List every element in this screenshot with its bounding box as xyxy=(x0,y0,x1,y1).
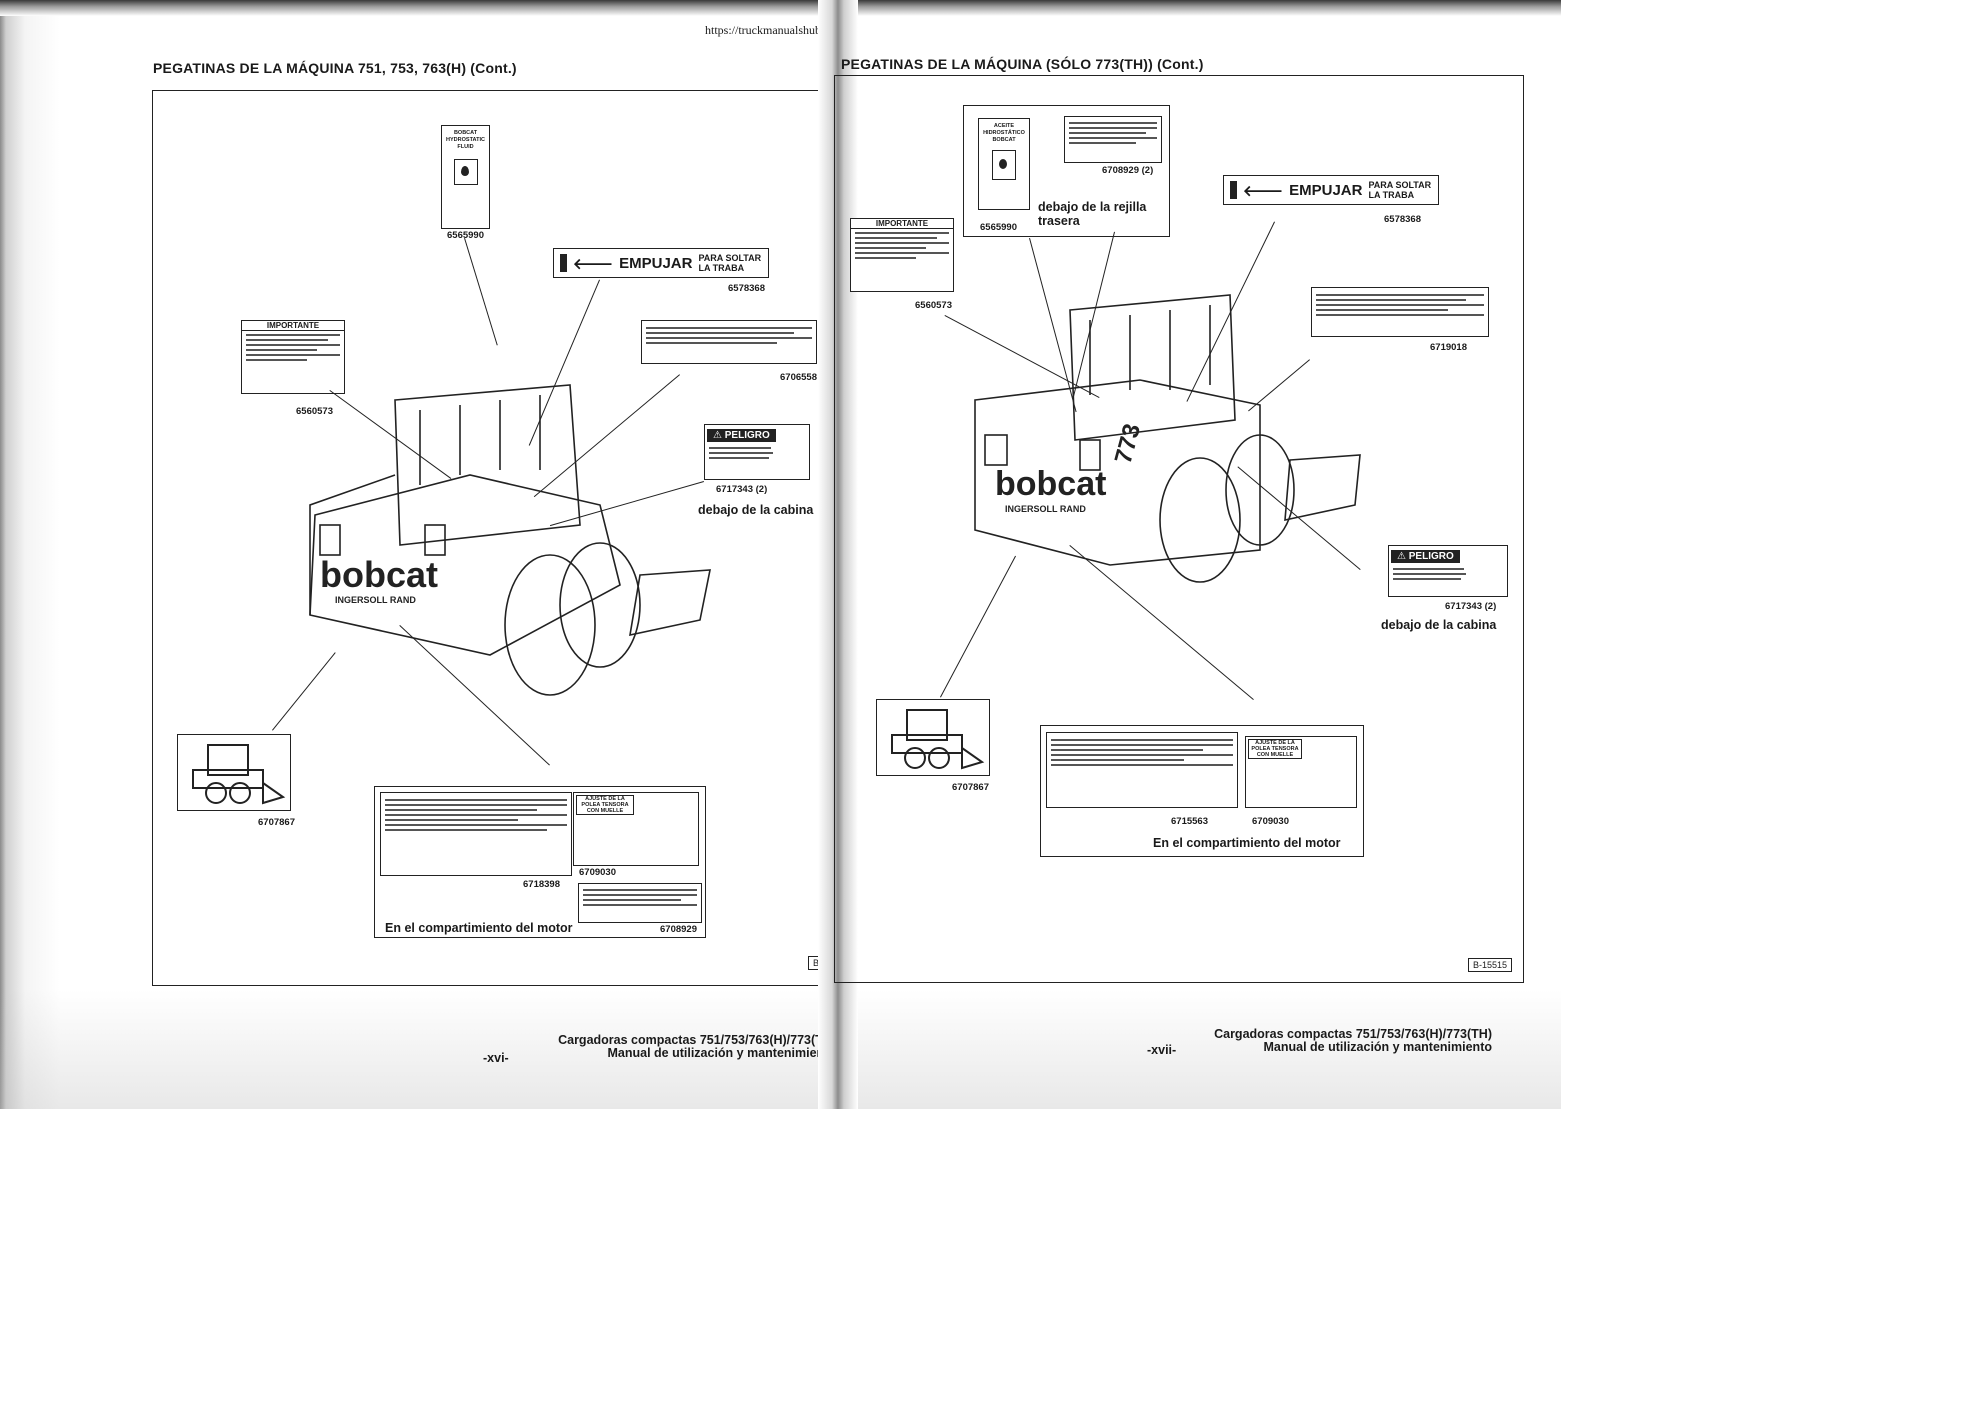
right-page-frame xyxy=(834,75,1524,983)
push-sub-label: PARA SOLTAR LA TRABA xyxy=(698,253,762,273)
push-arrow-icon: 🡐 xyxy=(572,255,614,273)
engine-caption: En el compartimiento del motor xyxy=(385,921,573,935)
left-peligro-decal: ⚠ PELIGRO xyxy=(704,424,810,480)
right-b-code: B-15515 xyxy=(1468,958,1513,972)
left-footer-title: Cargadoras compactas 751/753/763(H)/773(… xyxy=(520,1034,836,1060)
machine-sub-brand: INGERSOLL RAND xyxy=(335,595,416,605)
right-fluid-text: ACEITE HIDROSTÁTICO BOBCAT xyxy=(983,123,1025,143)
push-label: EMPUJAR xyxy=(619,254,693,272)
importante-title: IMPORTANTE xyxy=(851,219,953,229)
engine-panel-a-number: 6718398 xyxy=(523,879,560,890)
left-small-number: 6707867 xyxy=(258,817,295,828)
skid-steer-icon xyxy=(891,709,985,770)
engine-panel-a xyxy=(380,792,572,876)
right-importante-number: 6560573 xyxy=(915,300,952,311)
engine-panel-a xyxy=(1046,732,1238,808)
coolant-decal xyxy=(578,883,702,923)
left-fluid-decal: BOBCAT HYDROSTATIC FLUID xyxy=(441,125,490,229)
right-coolant-location: debajo de la rejilla trasera xyxy=(1038,200,1147,228)
book-left-edge xyxy=(0,0,100,1109)
latch-square-icon xyxy=(1230,181,1237,199)
right-footer-title: Cargadoras compactas 751/753/763(H)/773(… xyxy=(1170,1028,1492,1054)
right-engine-box: AJUSTE DE LA POLEA TENSORA CON MUELLE 67… xyxy=(1040,725,1364,857)
right-decal-6719018 xyxy=(1311,287,1489,337)
right-peligro-decal: ⚠ PELIGRO xyxy=(1388,545,1508,597)
left-footer-line2: Manual de utilización y mantenimiento xyxy=(607,1046,836,1060)
right-fluid-number: 6565990 xyxy=(980,222,1017,233)
right-page-title: PEGATINAS DE LA MÁQUINA (SÓLO 773(TH)) (… xyxy=(841,56,1204,72)
right-small-number: 6707867 xyxy=(952,782,989,793)
left-skid-steer-illustration: bobcat INGERSOLL RAND xyxy=(309,384,711,696)
right-push-number: 6578368 xyxy=(1384,214,1421,225)
engine-panel-b-number: 6709030 xyxy=(579,867,616,878)
push-sub-label: PARA SOLTAR LA TRABA xyxy=(1368,180,1432,200)
left-push-decal: 🡐 EMPUJAR PARA SOLTAR LA TRABA xyxy=(553,248,769,278)
source-url[interactable]: https://truckmanualshub.com/ xyxy=(705,23,848,37)
engine-panel-b: AJUSTE DE LA POLEA TENSORA CON MUELLE xyxy=(573,792,699,866)
scan-top-edge xyxy=(0,0,1561,16)
peligro-title: ⚠ PELIGRO xyxy=(1391,550,1460,563)
panel-b-title: AJUSTE DE LA POLEA TENSORA CON MUELLE xyxy=(576,795,634,815)
machine-model: 773 xyxy=(1110,421,1146,467)
machine-brand: bobcat xyxy=(995,465,1106,503)
left-importante-decal: IMPORTANTE xyxy=(241,320,345,394)
oil-drop-icon xyxy=(453,159,478,185)
left-push-number: 6578368 xyxy=(728,283,765,294)
push-arrow-icon: 🡐 xyxy=(1242,182,1284,200)
left-fluid-number: 6565990 xyxy=(447,230,484,241)
left-6706558-number: 6706558 xyxy=(780,372,817,383)
engine-caption: En el compartimiento del motor xyxy=(1153,836,1341,850)
skid-steer-icon xyxy=(192,744,286,805)
right-small-machine-decal xyxy=(876,699,990,776)
book-spine xyxy=(818,0,858,1109)
panel-b-title: AJUSTE DE LA POLEA TENSORA CON MUELLE xyxy=(1248,739,1302,759)
left-page-number: -xvi- xyxy=(483,1051,509,1065)
fluid-decal-text: BOBCAT HYDROSTATIC FLUID xyxy=(446,130,485,150)
right-footer-line2: Manual de utilización y mantenimiento xyxy=(1263,1040,1492,1054)
machine-brand: bobcat xyxy=(320,554,438,595)
engine-panel-a-number: 6715563 xyxy=(1171,816,1208,827)
right-push-decal: 🡐 EMPUJAR PARA SOLTAR LA TRABA xyxy=(1223,175,1439,205)
left-peligro-location: debajo de la cabina xyxy=(698,503,814,517)
left-engine-box: AJUSTE DE LA POLEA TENSORA CON MUELLE 67… xyxy=(374,786,706,938)
peligro-title: ⚠ PELIGRO xyxy=(707,429,776,442)
right-fluid-coolant-box: ACEITE HIDROSTÁTICO BOBCAT 6565990 67089… xyxy=(963,105,1170,237)
left-small-machine-decal xyxy=(177,734,291,811)
machine-sub-brand: INGERSOLL RAND xyxy=(1005,504,1086,514)
oil-drop-icon xyxy=(992,150,1016,180)
right-page-number: -xvii- xyxy=(1147,1043,1177,1057)
right-skid-steer-illustration: bobcat INGERSOLL RAND 773 xyxy=(974,294,1361,583)
left-importante-number: 6560573 xyxy=(296,406,333,417)
engine-box-number: 6708929 xyxy=(660,924,697,935)
right-coolant-decal xyxy=(1064,116,1162,163)
importante-title: IMPORTANTE xyxy=(242,321,344,331)
right-fluid-decal: ACEITE HIDROSTÁTICO BOBCAT xyxy=(978,118,1030,210)
left-page-title: PEGATINAS DE LA MÁQUINA 751, 753, 763(H)… xyxy=(153,60,517,76)
latch-square-icon xyxy=(560,254,567,272)
left-peligro-number: 6717343 (2) xyxy=(716,484,768,495)
push-label: EMPUJAR xyxy=(1289,181,1363,199)
left-footer-line1: Cargadoras compactas 751/753/763(H)/773(… xyxy=(558,1033,836,1047)
page-bottom-shadow xyxy=(0,990,1561,1109)
right-importante-decal: IMPORTANTE xyxy=(850,218,954,292)
right-coolant-number: 6708929 (2) xyxy=(1102,165,1154,176)
right-peligro-number: 6717343 (2) xyxy=(1445,601,1497,612)
left-decal-6706558 xyxy=(641,320,817,364)
right-peligro-location: debajo de la cabina xyxy=(1381,618,1497,632)
engine-panel-b: AJUSTE DE LA POLEA TENSORA CON MUELLE xyxy=(1245,736,1357,808)
engine-panel-b-number: 6709030 xyxy=(1252,816,1289,827)
right-6719018-number: 6719018 xyxy=(1430,342,1467,353)
right-footer-line1: Cargadoras compactas 751/753/763(H)/773(… xyxy=(1214,1027,1492,1041)
